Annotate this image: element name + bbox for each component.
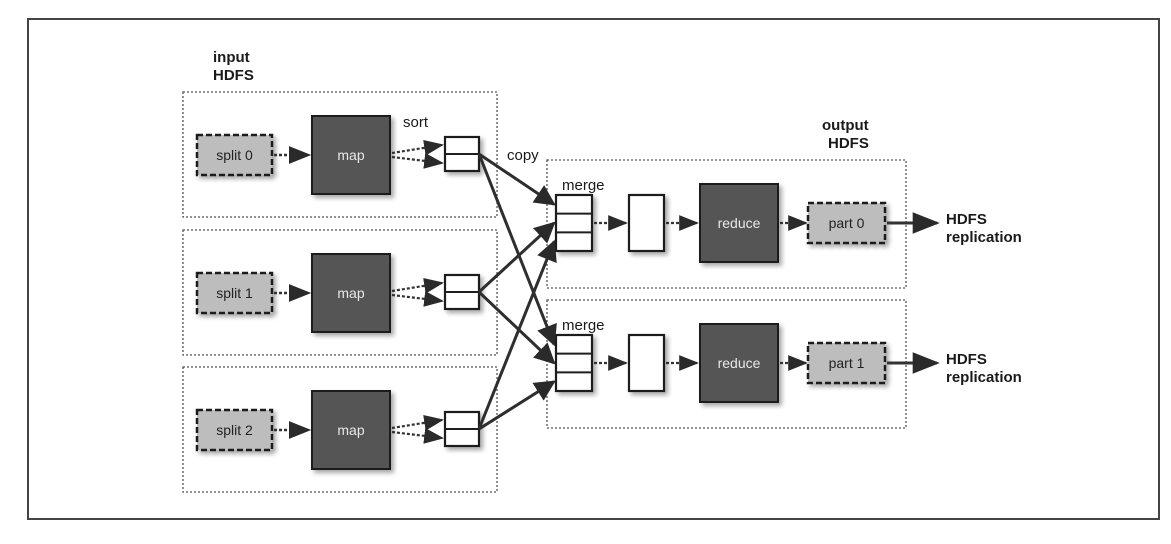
sort-arrow-upper bbox=[391, 277, 444, 294]
merged-file bbox=[627, 333, 666, 393]
map-label: map bbox=[337, 285, 364, 301]
map-label: map bbox=[337, 147, 364, 163]
output-label-line1: output bbox=[822, 117, 869, 134]
replication-label-line2: replication bbox=[946, 369, 1022, 386]
copy-arrow bbox=[477, 239, 557, 430]
sort-label: sort bbox=[403, 114, 429, 131]
input-label-line2: HDFS bbox=[213, 67, 254, 84]
copy-arrow bbox=[478, 380, 556, 431]
replication-label-line1: HDFS bbox=[946, 351, 987, 368]
map-label: map bbox=[337, 422, 364, 438]
split-label: split 1 bbox=[216, 285, 253, 301]
output-label-line2: HDFS bbox=[828, 135, 869, 152]
outer-frame bbox=[27, 18, 1160, 520]
reduce-label: reduce bbox=[718, 215, 761, 231]
merge-label: merge bbox=[562, 177, 605, 194]
sort-arrow-lower bbox=[391, 428, 444, 444]
input-hdfs-container bbox=[182, 229, 498, 356]
map-box bbox=[311, 115, 391, 195]
sort-arrow-upper bbox=[391, 139, 444, 156]
reduce-label: reduce bbox=[718, 355, 761, 371]
sort-arrow-lower bbox=[391, 153, 444, 169]
map-task-1: split 1 map bbox=[182, 229, 498, 356]
replication-label-line1: HDFS bbox=[946, 211, 987, 228]
split-label: split 2 bbox=[216, 422, 253, 438]
copy-arrow bbox=[477, 153, 557, 347]
map-task-0: split 0 map bbox=[182, 91, 498, 218]
part-label: part 1 bbox=[829, 355, 865, 371]
map-box bbox=[311, 253, 391, 333]
merge-buffer bbox=[554, 193, 594, 253]
split-box bbox=[195, 271, 274, 315]
map-box bbox=[311, 390, 391, 470]
copy-label: copy bbox=[507, 147, 539, 164]
map-task-2: split 2 map bbox=[182, 366, 498, 493]
merge-label: merge bbox=[562, 317, 605, 334]
reduce-box bbox=[699, 323, 779, 403]
merge-buffer bbox=[554, 333, 594, 393]
input-label-line1: input bbox=[213, 49, 250, 66]
reduce-box bbox=[699, 183, 779, 263]
part-box bbox=[806, 201, 887, 245]
sort-arrow-upper bbox=[391, 414, 444, 431]
replication-label-line2: replication bbox=[946, 229, 1022, 246]
copy-arrow bbox=[477, 221, 556, 294]
input-hdfs-container bbox=[182, 91, 498, 218]
input-hdfs-container bbox=[182, 366, 498, 493]
part-label: part 0 bbox=[829, 215, 865, 231]
split-box bbox=[195, 133, 274, 177]
split-label: split 0 bbox=[216, 147, 253, 163]
map-tasks: split 0 map split 1 map split 2 map bbox=[182, 91, 498, 493]
copy-arrow bbox=[478, 152, 556, 206]
copy-edges bbox=[477, 152, 557, 431]
split-box bbox=[195, 408, 274, 452]
merged-file bbox=[627, 193, 666, 253]
part-box bbox=[806, 341, 887, 385]
copy-arrow bbox=[477, 290, 556, 365]
sort-arrow-lower bbox=[391, 291, 444, 307]
